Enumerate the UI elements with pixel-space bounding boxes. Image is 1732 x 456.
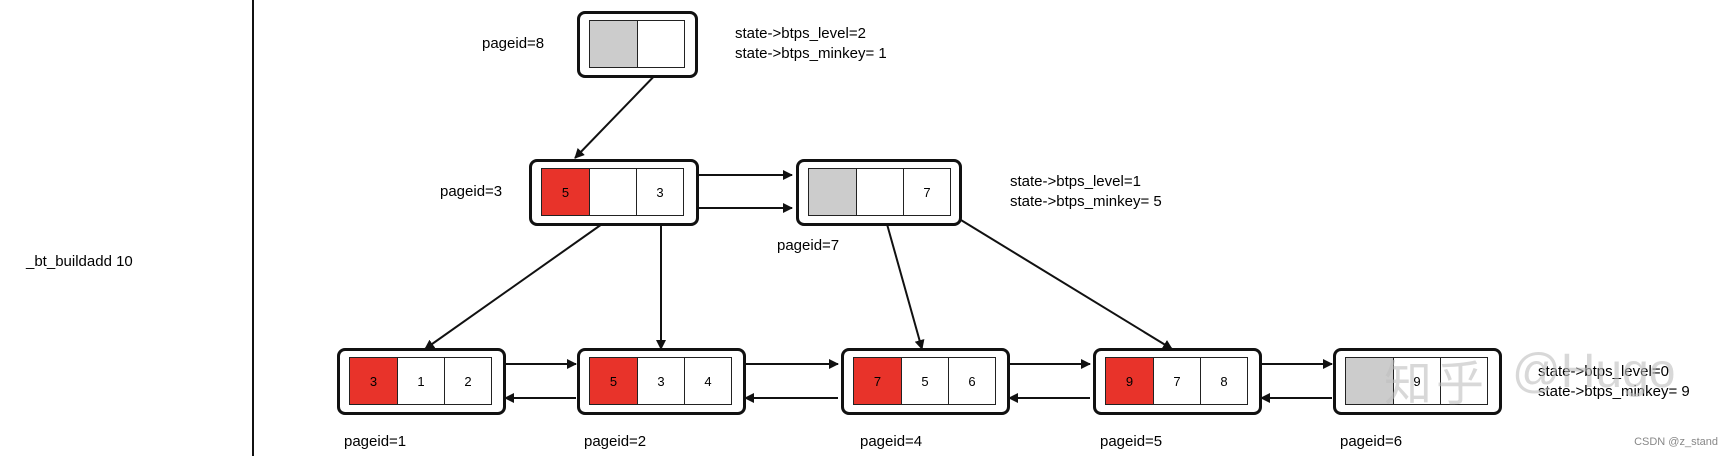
cell: 1 <box>397 358 444 404</box>
cell: 6 <box>948 358 995 404</box>
cell <box>589 169 636 215</box>
page-label-1: pageid=1 <box>344 433 407 450</box>
edge-p7-p4 <box>884 216 925 350</box>
side-label: _bt_buildadd 10 <box>26 253 133 270</box>
edge-p7-p5 <box>955 216 1173 350</box>
edge-p3-p1 <box>424 216 613 350</box>
state-level1-line2: state->btps_minkey= 5 <box>1010 193 1162 210</box>
cell <box>809 169 856 215</box>
page-label-8: pageid=8 <box>482 35 545 52</box>
cell: 7 <box>1153 358 1200 404</box>
state-level2-line2: state->btps_minkey= 1 <box>735 45 887 62</box>
cell: 3 <box>637 358 684 404</box>
cell: 3 <box>350 358 397 404</box>
state-level0-line1: state->btps_level=0 <box>1538 363 1669 380</box>
node-page-4: 7 5 6 <box>841 348 1010 415</box>
cell: 2 <box>444 358 491 404</box>
watermark-brand: 知乎 <box>1384 358 1489 411</box>
watermark-handle: @Hugo <box>1512 345 1676 398</box>
node-page-7: 7 <box>796 159 962 226</box>
cell: 5 <box>901 358 948 404</box>
cell: 9 <box>1393 358 1440 404</box>
node-page-2: 5 3 4 <box>577 348 746 415</box>
node-page-1: 3 1 2 <box>337 348 506 415</box>
page-label-2: pageid=2 <box>584 433 647 450</box>
cell <box>1440 358 1487 404</box>
state-level2-line1: state->btps_level=2 <box>735 25 866 42</box>
cell: 5 <box>542 169 589 215</box>
node-page-5: 9 7 8 <box>1093 348 1262 415</box>
vertical-divider <box>252 0 254 456</box>
cell <box>637 21 684 67</box>
page-label-3: pageid=3 <box>440 183 503 200</box>
state-level1-line1: state->btps_level=1 <box>1010 173 1141 190</box>
cell: 8 <box>1200 358 1247 404</box>
page-label-4: pageid=4 <box>860 433 923 450</box>
cell: 5 <box>590 358 637 404</box>
csdn-credit: CSDN @z_stand <box>1634 436 1718 448</box>
page-label-7: pageid=7 <box>777 237 840 254</box>
cell <box>856 169 903 215</box>
state-level0-line2: state->btps_minkey= 9 <box>1538 383 1690 400</box>
node-page-6: 9 <box>1333 348 1502 415</box>
cell <box>1346 358 1393 404</box>
cell: 7 <box>903 169 950 215</box>
cell: 7 <box>854 358 901 404</box>
node-page-3: 5 3 <box>529 159 699 226</box>
page-label-6: pageid=6 <box>1340 433 1403 450</box>
cell <box>590 21 637 67</box>
cell: 4 <box>684 358 731 404</box>
edge-p8-p3 <box>574 67 663 159</box>
page-label-5: pageid=5 <box>1100 433 1163 450</box>
node-page-8 <box>577 11 698 78</box>
cell: 3 <box>636 169 683 215</box>
cell: 9 <box>1106 358 1153 404</box>
